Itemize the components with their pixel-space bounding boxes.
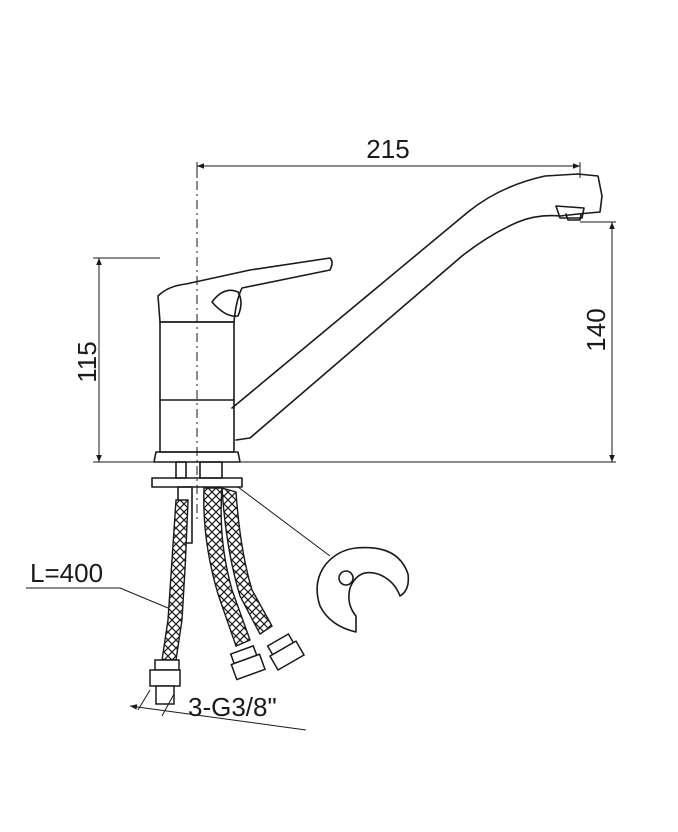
flex-hose-3 <box>221 487 306 672</box>
connection-callout: 3-G3/8" <box>129 689 307 731</box>
flex-hose-2 <box>203 487 266 681</box>
hose-length-label: L=400 <box>30 558 103 588</box>
lever-handle <box>157 257 333 323</box>
hose-length-callout: L=400 <box>26 558 169 609</box>
spout <box>231 173 603 441</box>
dimension-body-height-label: 115 <box>72 341 102 382</box>
connection-label: 3-G3/8" <box>188 692 277 722</box>
horseshoe-washer <box>237 486 410 633</box>
dimension-spout-height: 140 <box>580 221 616 462</box>
dimension-body-height: 115 <box>72 257 160 463</box>
dimension-width-label: 215 <box>366 134 409 164</box>
flex-hose-1 <box>149 499 189 705</box>
dimension-spout-height-label: 140 <box>581 308 611 351</box>
dimension-width: 215 <box>196 134 581 178</box>
